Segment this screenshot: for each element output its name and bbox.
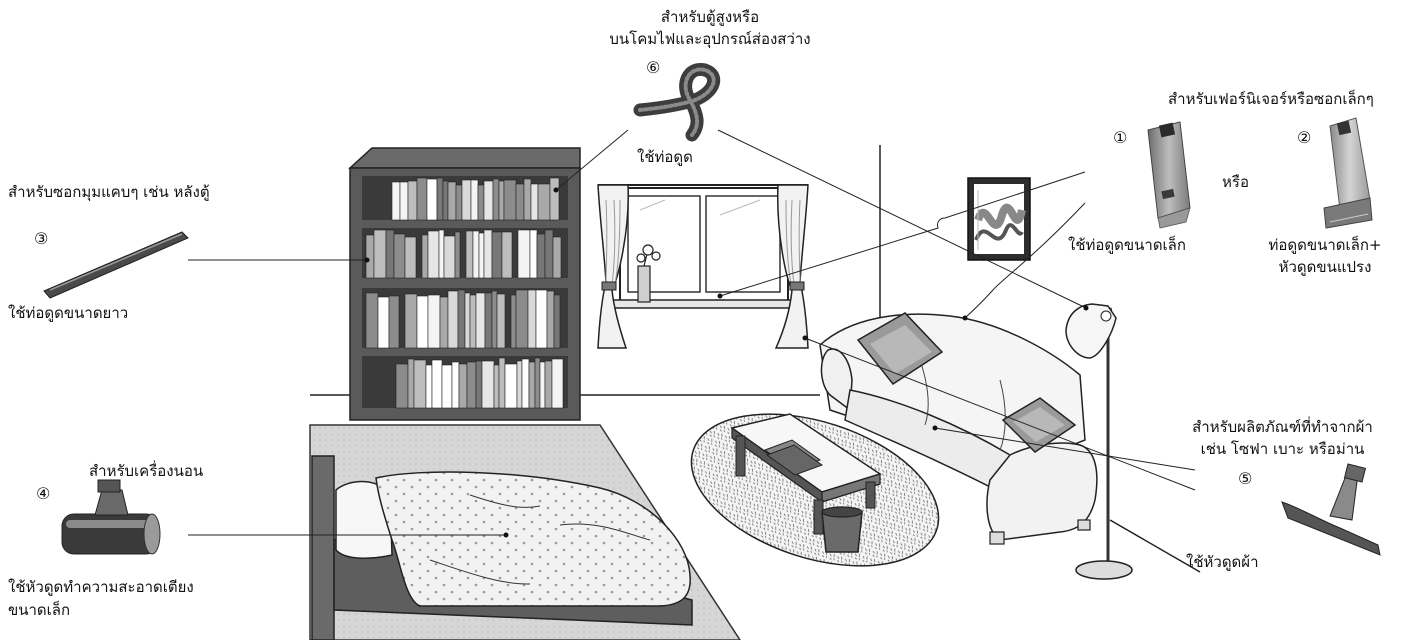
item5-purpose-line1: สำหรับผลิตภัณฑ์ที่ทำจากผ้า [1192,418,1373,436]
item5-purpose-line2: เช่น โซฟา เบาะ หรือม่าน [1200,440,1365,458]
attachment-6-flexible-hose-icon [633,63,721,142]
item3-usage: ใช้ท่อดูดขนาดยาว [8,304,129,322]
item1-number: ① [1113,128,1128,147]
item4-number: ④ [36,484,51,503]
coffee-table [730,413,882,535]
item6-number: ⑥ [646,58,661,77]
attachment-1-crevice-nozzle-icon [1147,121,1191,229]
room-walls [310,145,1201,573]
attachment-4-bed-tool-icon [61,479,161,555]
item4-usage-line1: ใช้หัวดูดทำความสะอาดเตียง [8,578,194,596]
item3-purpose: สำหรับซอกมุมแคบๆ เช่น หลังตู้ [8,183,210,201]
item2-usage-line2: หัวดูดขนแปรง [1278,258,1372,276]
item6-usage: ใช้ท่อดูด [637,148,693,166]
floor-lamp [1065,303,1133,580]
item6-purpose-line2: บนโคมไฟและอุปกรณ์ส่องสว่าง [609,30,811,48]
item3-number: ③ [34,229,49,248]
trash-bin [821,506,863,553]
wall-picture [967,177,1031,261]
sofa [819,312,1098,545]
item6-purpose-line1: สำหรับตู้สูงหรือ [660,8,760,26]
item5-usage: ใช้หัวดูดผ้า [1186,553,1259,571]
item4-usage-line2: ขนาดเล็ก [8,601,71,619]
item1-usage: ใช้ท่อดูดขนาดเล็ก [1068,236,1186,254]
attachment-3-long-crevice-tool-icon [43,231,189,299]
leader-lines [188,129,1196,536]
attachment-5-upholstery-tool-icon [1281,463,1381,556]
item2-number: ② [1297,128,1312,147]
item5-number: ⑤ [1238,469,1253,488]
item4-purpose: สำหรับเครื่องนอน [89,462,204,480]
attachment-2-crevice-brush-icon [1323,117,1373,229]
leader-dots [364,187,1089,538]
bed [311,455,693,640]
window [597,184,809,349]
or-text: หรือ [1222,173,1249,191]
item2-usage-line1: ท่อดูดขนาดเล็ก+ [1268,236,1382,254]
bookshelf [348,147,581,421]
group12-title: สำหรับเฟอร์นิเจอร์หรือซอกเล็กๆ [1168,90,1374,108]
